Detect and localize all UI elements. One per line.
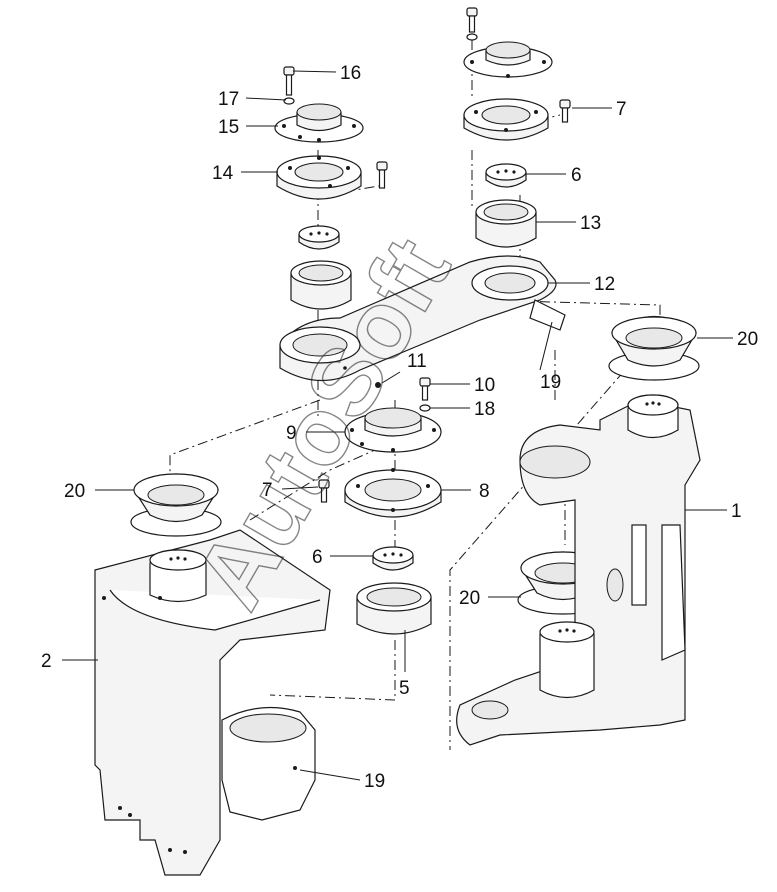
callout-11: 11 <box>407 351 427 372</box>
callout-19-lower: 19 <box>364 771 385 792</box>
disk-6-middle <box>372 546 414 571</box>
callout-10: 10 <box>474 375 495 396</box>
callout-5: 5 <box>399 678 410 699</box>
bolt-7-left <box>376 161 388 189</box>
leader-lines <box>62 70 733 781</box>
bolt-7-middle <box>318 479 330 503</box>
callout-12: 12 <box>594 274 615 295</box>
callout-7-upper: 7 <box>616 99 627 120</box>
callout-6-upper: 6 <box>571 165 582 186</box>
callout-20-lower: 20 <box>459 588 480 609</box>
callout-2: 2 <box>41 651 52 672</box>
connecting-link-12 <box>279 255 566 382</box>
callout-13: 13 <box>580 213 601 234</box>
washer-17 <box>283 97 295 105</box>
washer-18 <box>419 404 431 412</box>
disk-6-upper-left <box>298 225 340 250</box>
callout-19-upper: 19 <box>540 372 561 393</box>
cover-flange-upper-right <box>463 41 553 78</box>
callout-8: 8 <box>479 481 490 502</box>
callout-18: 18 <box>474 399 495 420</box>
washer-11 <box>375 382 381 388</box>
bolt-16 <box>283 66 295 96</box>
cover-flange-9 <box>344 407 442 453</box>
flange-ring-8 <box>344 468 442 518</box>
callout-9: 9 <box>286 423 297 444</box>
callout-1: 1 <box>731 501 742 522</box>
callout-15: 15 <box>218 117 239 138</box>
callout-14: 14 <box>212 163 234 184</box>
disk-6-upper-right <box>485 163 527 188</box>
seal-20-left <box>130 473 222 537</box>
callout-20-left: 20 <box>64 481 85 502</box>
bolt-7-upper-right <box>559 99 571 123</box>
callout-7-middle: 7 <box>262 480 273 501</box>
callout-labels: 16 17 15 14 7 6 13 12 20 19 11 10 18 9 2… <box>41 63 758 792</box>
bolt-10 <box>419 377 431 401</box>
callout-6-middle: 6 <box>312 547 323 568</box>
bearing-13 <box>475 199 537 248</box>
frame-bracket-1 <box>456 394 701 746</box>
bearing-5 <box>356 582 432 635</box>
frame-2 <box>94 529 331 876</box>
callout-16: 16 <box>340 63 361 84</box>
flange-ring-upper-right <box>463 98 549 141</box>
flange-ring-14 <box>276 155 362 200</box>
callout-17: 17 <box>218 89 239 110</box>
callout-20-upper-right: 20 <box>737 329 758 350</box>
seal-20-upper-right <box>608 315 700 381</box>
bearing-upper-left <box>290 260 352 310</box>
cover-flange-15 <box>274 103 364 143</box>
bolt-top-right <box>466 7 478 41</box>
